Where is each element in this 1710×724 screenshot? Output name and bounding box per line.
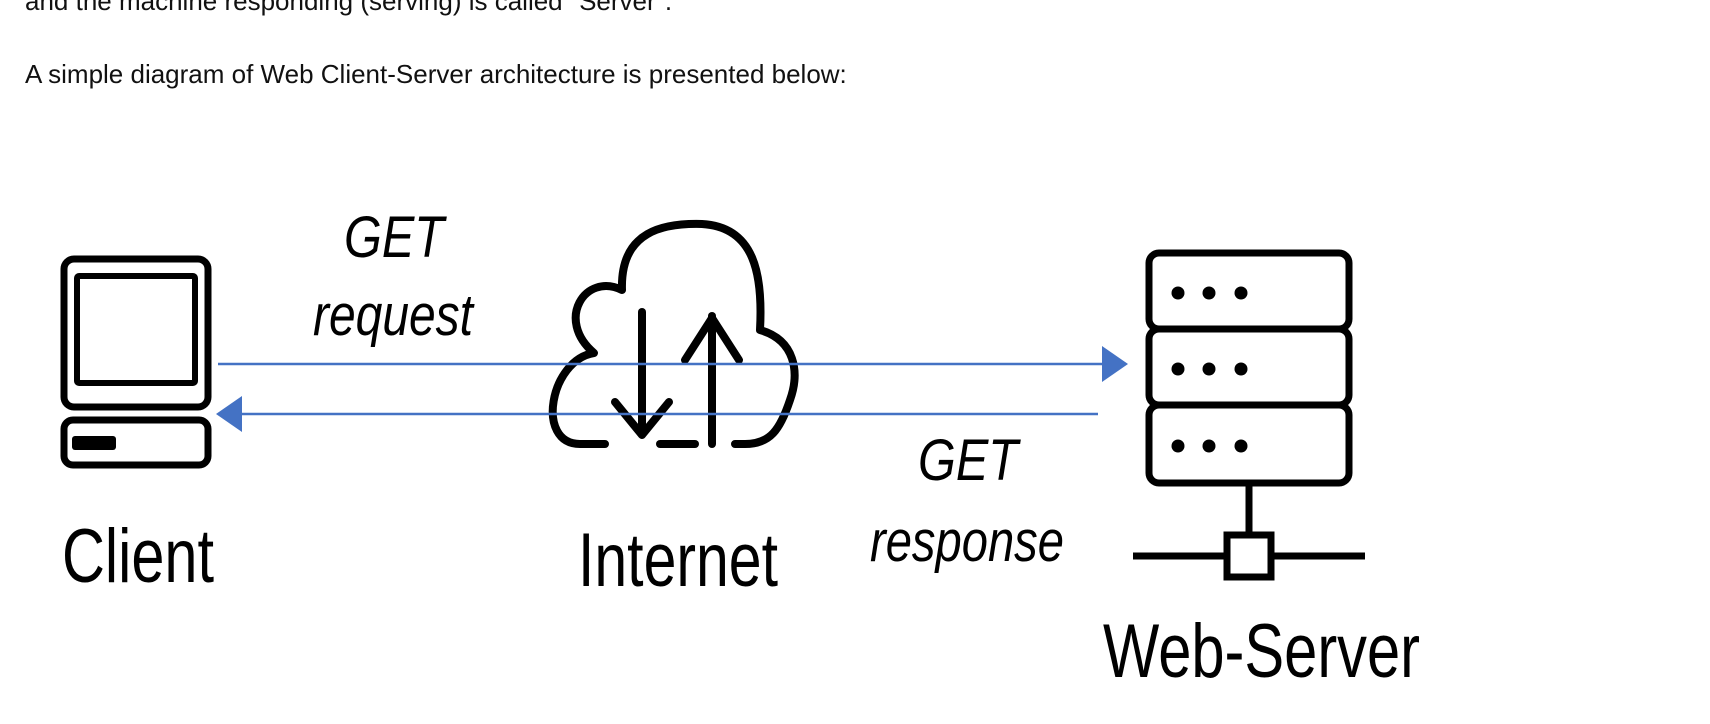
server-rack-icon <box>1133 249 1365 581</box>
desktop-computer-icon <box>60 255 212 469</box>
request-method-label: GET <box>344 205 447 270</box>
internet-label: Internet <box>578 518 778 603</box>
diagram-intro-text: A simple diagram of Web Client-Server ar… <box>25 59 847 89</box>
intro-continuation-text: and the machine responding (serving) is … <box>25 0 673 16</box>
request-arrow <box>218 346 1128 382</box>
client-label: Client <box>62 514 214 599</box>
cloud-transfer-icon <box>548 219 799 448</box>
request-label: request <box>313 283 475 348</box>
response-label: response <box>870 509 1064 574</box>
response-method-label: GET <box>918 428 1021 493</box>
web-server-label: Web-Server <box>1103 609 1420 694</box>
response-arrow <box>216 396 1098 432</box>
